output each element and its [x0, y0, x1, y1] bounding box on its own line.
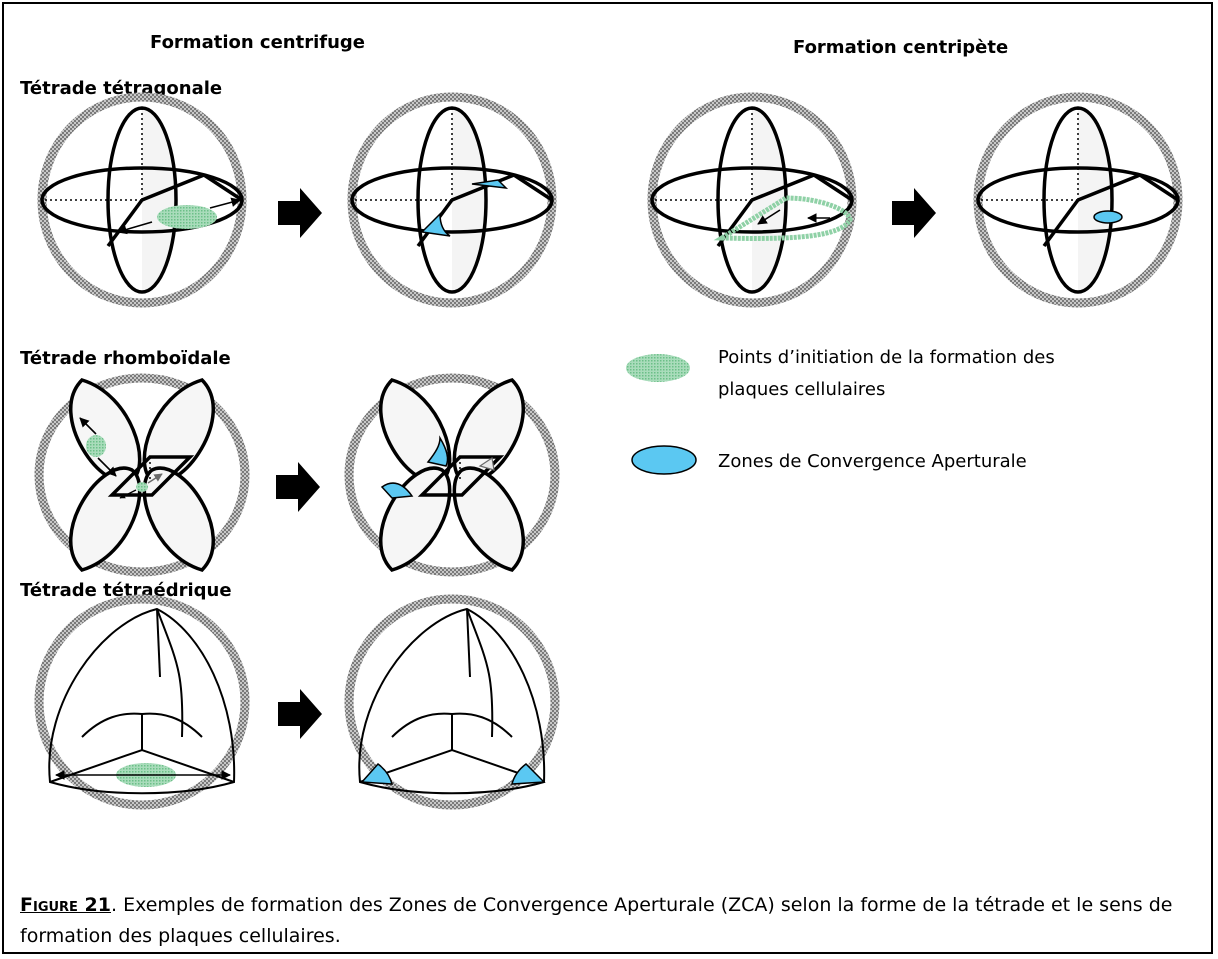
aperture-zone [1093, 210, 1123, 224]
row-title-rhomboidal: Tétrade rhomboïdale [20, 348, 231, 369]
legend-swatch-aperture-icon [631, 445, 697, 475]
tetrad-tetragonal-centrifugal-start [42, 97, 242, 303]
aperture-zone [471, 179, 509, 189]
header-centripetal: Formation centripète [793, 37, 1009, 58]
aperture-zone [420, 212, 451, 237]
legend-label-aperture: Zones de Convergence Aperturale [718, 451, 1027, 472]
caption-text: . Exemples de formation des Zones de Con… [20, 894, 1173, 947]
aperture-zone [511, 763, 546, 785]
tetrad-tetragonal-centrifugal-result [352, 97, 552, 303]
aperture-zone [426, 435, 449, 467]
tetrad-tetrahedral-start [39, 599, 245, 805]
legend-swatch-initiation-icon [626, 354, 690, 382]
process-arrow-icon [276, 462, 320, 512]
legend-label-initiation: Points d’initiation de la formation des … [718, 347, 1055, 400]
tetrad-tetrahedral-result [349, 599, 555, 805]
aperture-zone [360, 762, 393, 785]
process-arrow-icon [278, 188, 322, 238]
aperture-zone [380, 482, 414, 499]
initiation-point [86, 435, 106, 457]
tetrad-rhomboidal-start [39, 378, 245, 572]
tetrad-tetragonal-centripetal-result [978, 97, 1178, 303]
figure-caption: Figure 21. Exemples de formation des Zon… [20, 890, 1200, 952]
row-title-tetragonal: Tétrade tétragonale [20, 78, 223, 99]
tetrad-rhomboidal-result [349, 378, 555, 572]
header-centrifugal: Formation centrifuge [150, 32, 366, 53]
process-arrow-icon [278, 689, 322, 739]
tetrad-tetragonal-centripetal-start [652, 97, 852, 303]
process-arrow-icon [892, 188, 936, 238]
caption-figure-number: Figure 21 [20, 894, 111, 916]
initiation-point [157, 205, 217, 229]
row-title-tetrahedral: Tétrade tétraédrique [20, 580, 232, 601]
